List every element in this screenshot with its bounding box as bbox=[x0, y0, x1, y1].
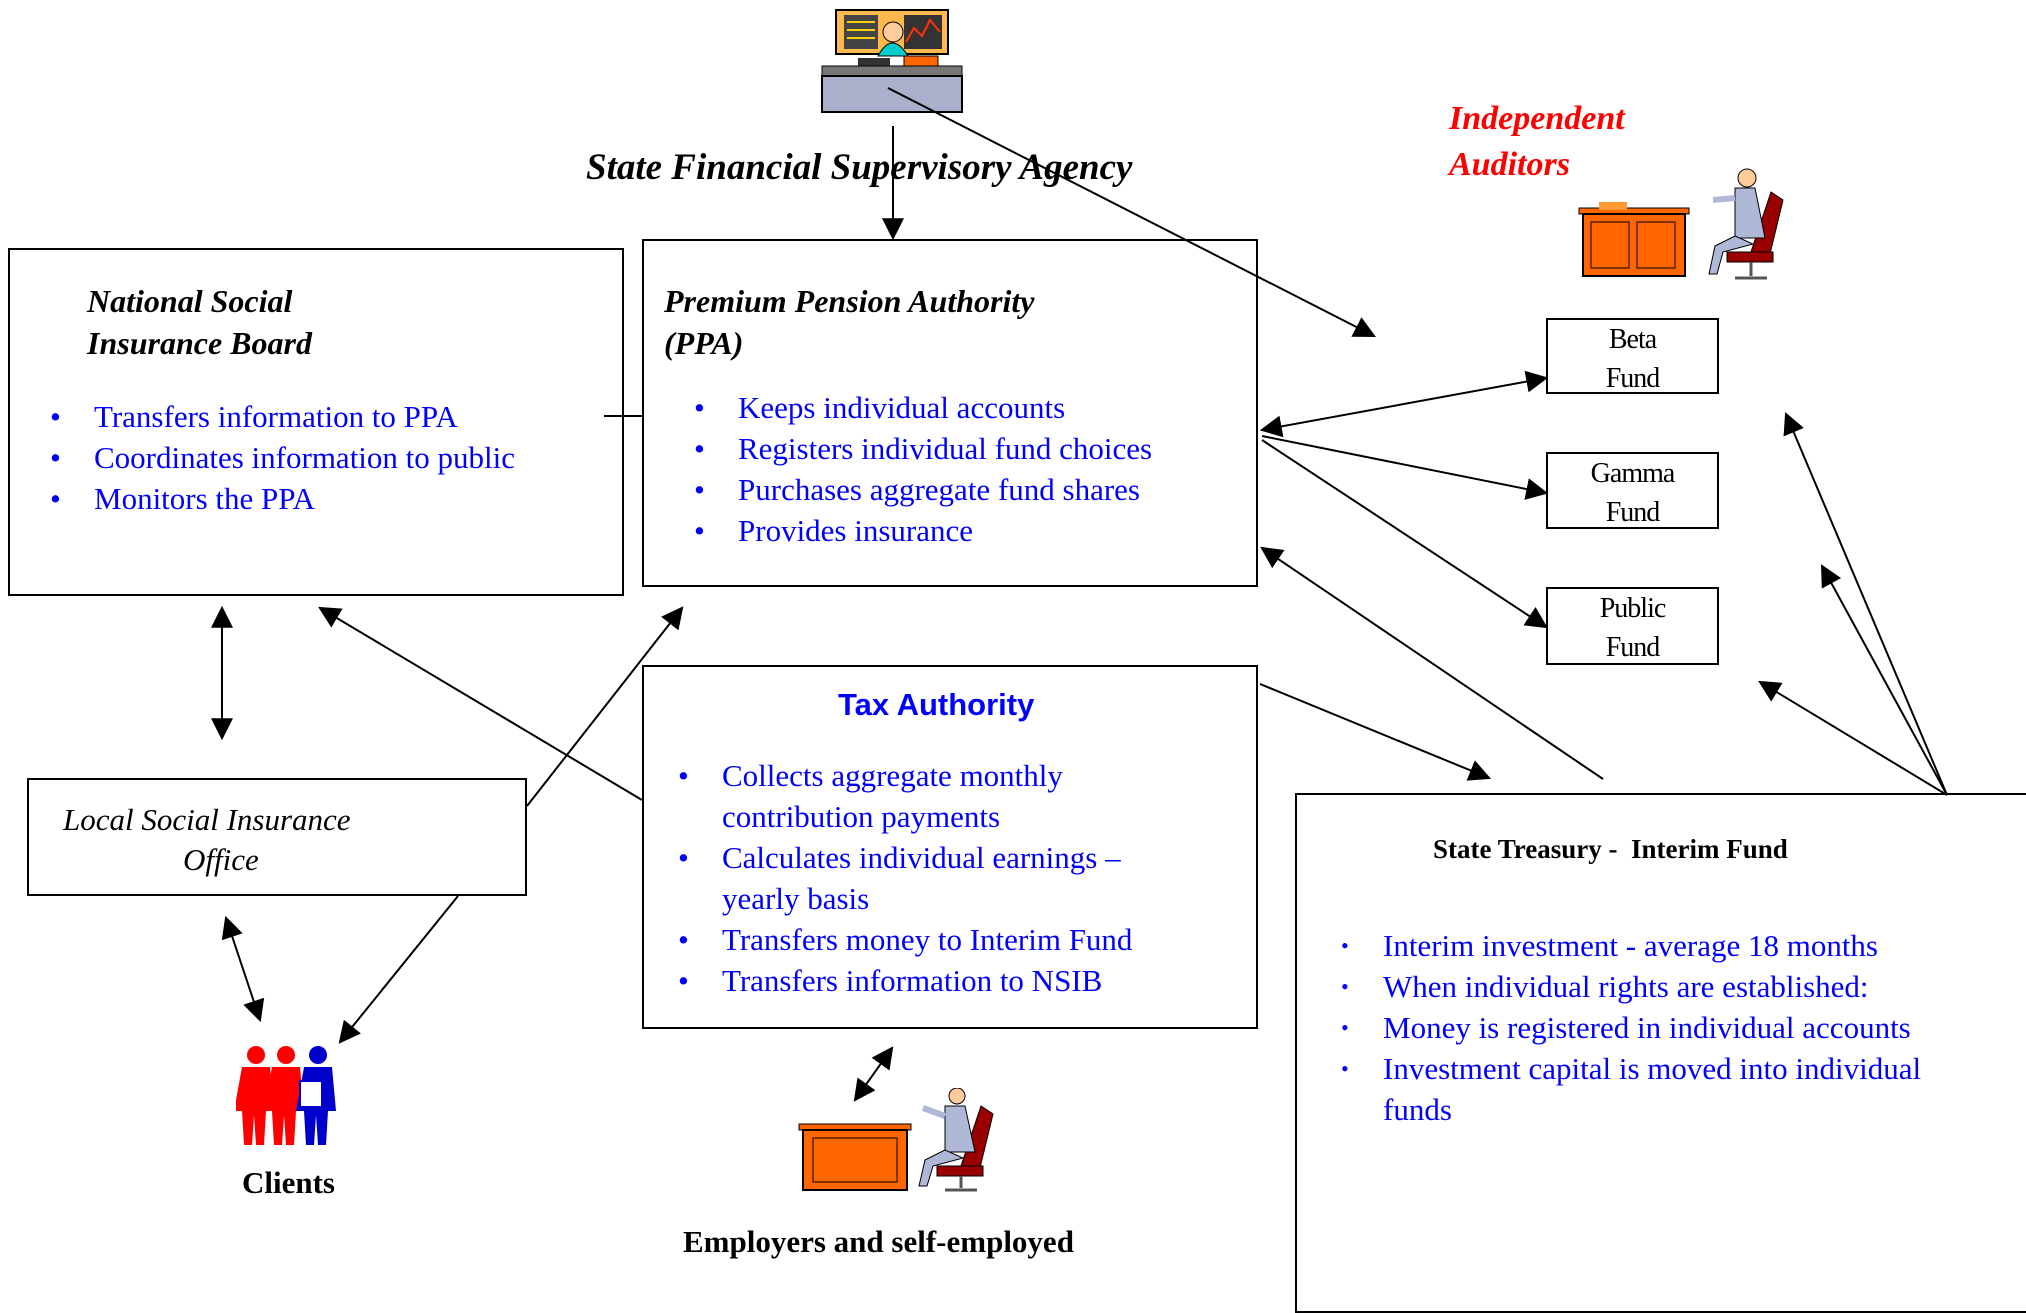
beta-fund-label-2: Fund bbox=[1605, 363, 1661, 394]
treasury-bullet-line: When individual rights are established: bbox=[1383, 969, 1869, 1004]
nsib-bullet-list: Transfers information to PPA Coordinates… bbox=[40, 396, 515, 519]
tax-bullet-item: Calculates individual earnings – yearly b… bbox=[668, 837, 1132, 919]
ppa-bullet-item: Registers individual fund choices bbox=[684, 428, 1152, 469]
treasury-bullet-line: funds bbox=[1383, 1092, 1452, 1127]
arrow-treasury-to-beta-fund bbox=[1783, 411, 1948, 796]
employers-label: Employers and self-employed bbox=[683, 1224, 1074, 1259]
treasury-box: State Treasury - Interim Fund Interim in… bbox=[1295, 793, 2026, 1313]
ppa-box: Premium Pension Authority (PPA) Keeps in… bbox=[642, 239, 1258, 587]
clients-label: Clients bbox=[242, 1165, 335, 1200]
tax-bullet-line: Collects aggregate monthly bbox=[722, 758, 1063, 793]
public-fund-box: Public Fund bbox=[1546, 587, 1719, 665]
tax-authority-box: Tax Authority Collects aggregate monthly… bbox=[642, 665, 1258, 1029]
auditors-title-line1: Independent bbox=[1449, 100, 1625, 137]
nsib-title-line1: National Social bbox=[87, 283, 293, 319]
nsib-bullet-item: Monitors the PPA bbox=[40, 478, 515, 519]
local-office-title-line1: Local Social Insurance bbox=[63, 802, 351, 837]
tax-bullet-list: Collects aggregate monthly contribution p… bbox=[668, 755, 1132, 1001]
ppa-title-line1: Premium Pension Authority bbox=[664, 283, 1035, 319]
arrow-tax-to-treasury bbox=[1259, 683, 1492, 781]
treasury-bullet-list: Interim investment - average 18 months W… bbox=[1329, 925, 1921, 1130]
arrow-ppa-to-beta-fund bbox=[1259, 370, 1549, 438]
local-office-box: Local Social Insurance Office bbox=[27, 778, 527, 896]
nsib-title-line2: Insurance Board bbox=[87, 325, 312, 361]
treasury-bullet-line: Investment capital is moved into individ… bbox=[1383, 1051, 1922, 1086]
tax-bullet-item: Collects aggregate monthly contribution p… bbox=[668, 755, 1132, 837]
arrow-local-office-to-clients-2 bbox=[338, 895, 459, 1044]
tax-bullet-line: contribution payments bbox=[722, 799, 1001, 834]
arrow-treasury-to-gamma-fund bbox=[1820, 564, 1948, 796]
gamma-fund-box: Gamma Fund bbox=[1546, 452, 1719, 529]
tax-authority-title: Tax Authority bbox=[838, 687, 1035, 722]
employer-at-desk-icon bbox=[798, 1088, 994, 1192]
tax-bullet-item: Transfers money to Interim Fund bbox=[668, 919, 1132, 960]
treasury-title: State Treasury - Interim Fund bbox=[1433, 834, 1788, 864]
auditors-title: Independent Auditors bbox=[1449, 96, 1625, 188]
beta-fund-label-1: Beta bbox=[1608, 324, 1657, 355]
ppa-bullet-item: Keeps individual accounts bbox=[684, 387, 1152, 428]
nsib-bullet-item: Transfers information to PPA bbox=[40, 396, 515, 437]
tax-bullet-item: Transfers information to NSIB bbox=[668, 960, 1132, 1001]
treasury-bullet-item: Investment capital is moved into individ… bbox=[1329, 1048, 1921, 1130]
ppa-bullet-item: Purchases aggregate fund shares bbox=[684, 469, 1152, 510]
treasury-bullet-line: Interim investment - average 18 months bbox=[1383, 928, 1879, 963]
beta-fund-box: Beta Fund bbox=[1546, 318, 1719, 394]
nsib-bullet-item: Coordinates information to public bbox=[40, 437, 515, 478]
arrow-ppa-to-gamma-fund bbox=[1261, 435, 1549, 500]
arrow-treasury-to-public-fund bbox=[1758, 680, 1948, 796]
local-office-title-line2: Office bbox=[183, 842, 259, 877]
ppa-bullet-list: Keeps individual accounts Registers indi… bbox=[684, 387, 1152, 551]
treasury-bullet-line: Money is registered in individual accoun… bbox=[1383, 1010, 1911, 1045]
public-fund-label-2: Fund bbox=[1605, 632, 1661, 663]
auditors-title-line2: Auditors bbox=[1449, 146, 1570, 183]
treasury-bullet-item: Money is registered in individual accoun… bbox=[1329, 1007, 1921, 1048]
arrow-local-office-to-clients bbox=[221, 915, 265, 1023]
ppa-bullet-item: Provides insurance bbox=[684, 510, 1152, 551]
tax-bullet-line: Transfers money to Interim Fund bbox=[722, 922, 1133, 957]
treasury-bullet-item: Interim investment - average 18 months bbox=[1329, 925, 1921, 966]
ppa-title-line2: (PPA) bbox=[664, 325, 744, 361]
tax-bullet-line: Transfers information to NSIB bbox=[722, 963, 1103, 998]
tax-bullet-line: Calculates individual earnings – bbox=[722, 840, 1121, 875]
gamma-fund-label-2: Fund bbox=[1605, 497, 1661, 528]
sfsa-title: State Financial Supervisory Agency bbox=[586, 147, 1133, 188]
arrow-tax-to-nsib bbox=[318, 606, 643, 801]
ppa-title: Premium Pension Authority (PPA) bbox=[664, 280, 1034, 364]
nsib-title: National Social Insurance Board bbox=[87, 280, 312, 364]
gamma-fund-label-1: Gamma bbox=[1590, 458, 1676, 489]
supervisor-at-computer-icon bbox=[821, 9, 963, 113]
public-fund-label-1: Public bbox=[1599, 593, 1667, 624]
clients-people-icon bbox=[236, 1046, 336, 1145]
auditor-at-desk-icon bbox=[1578, 168, 1784, 280]
tax-bullet-line: yearly basis bbox=[722, 881, 870, 916]
local-office-title: Local Social Insurance Office bbox=[63, 800, 351, 880]
nsib-box: National Social Insurance Board Transfer… bbox=[8, 248, 624, 596]
arrow-ppa-to-public-fund bbox=[1261, 439, 1548, 629]
treasury-bullet-item: When individual rights are established: bbox=[1329, 966, 1921, 1007]
